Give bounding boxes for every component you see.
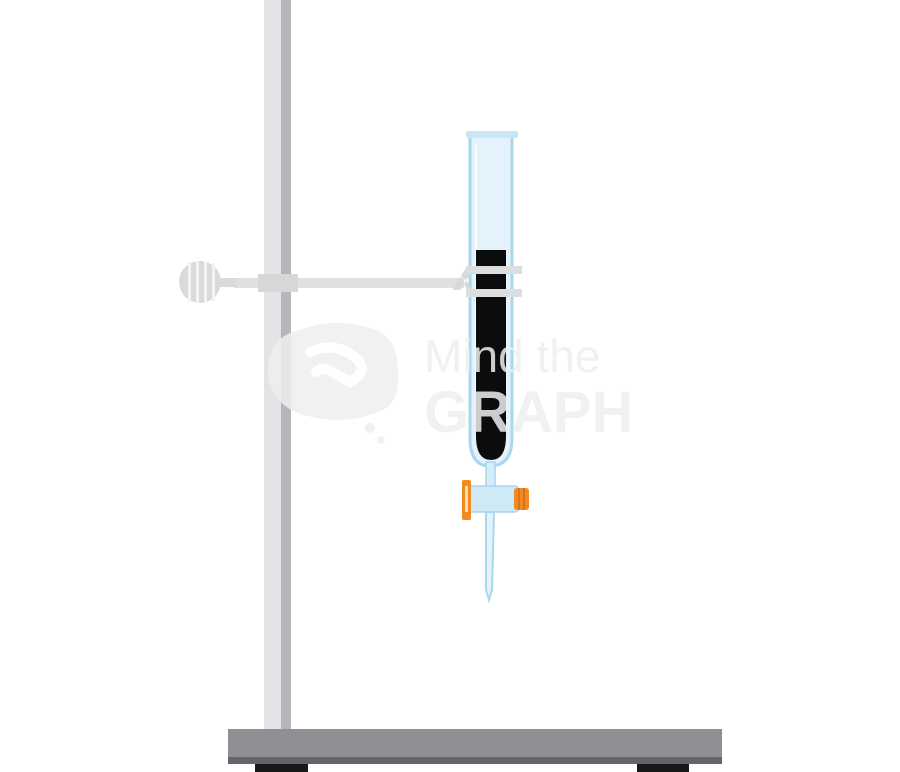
clamp-knob-stripe xyxy=(212,263,215,301)
stand-base xyxy=(228,729,722,760)
stopcock-icon xyxy=(462,480,529,520)
stand-foot-left xyxy=(255,764,308,772)
clamp-knob-stripe xyxy=(188,262,191,302)
stopcock-knob-ridge xyxy=(523,488,525,510)
brain-logo-mark xyxy=(305,342,367,388)
stopcock-handle-left-inner xyxy=(465,486,468,512)
watermark-line2: GRAPH xyxy=(424,380,633,445)
clamp-band-top xyxy=(466,266,522,274)
brain-logo-dot xyxy=(377,436,385,444)
clamp-collar xyxy=(258,274,298,292)
stopcock-body xyxy=(467,485,519,513)
stopcock-knob-right xyxy=(514,488,529,510)
clamp-arm xyxy=(234,278,464,288)
burette-tip xyxy=(485,511,496,604)
clamp-band-bottom xyxy=(466,289,522,297)
burette-rim xyxy=(466,131,518,138)
stand-base-edge xyxy=(228,757,722,764)
clamp-icon xyxy=(179,261,522,303)
stand-foot-right xyxy=(637,764,689,772)
watermark: Mind the GRAPH xyxy=(268,322,633,445)
burette-liquid xyxy=(476,250,506,460)
burette-icon xyxy=(466,131,518,604)
clamp-knob-neck xyxy=(219,278,237,287)
watermark-line1: Mind the xyxy=(424,330,600,382)
clamp-knob-stripe xyxy=(204,261,207,303)
brain-logo-dot xyxy=(365,423,375,433)
clamp-knob-stripe xyxy=(196,261,199,303)
brain-logo-icon xyxy=(268,322,399,444)
stopcock-knob-ridge xyxy=(518,488,520,510)
